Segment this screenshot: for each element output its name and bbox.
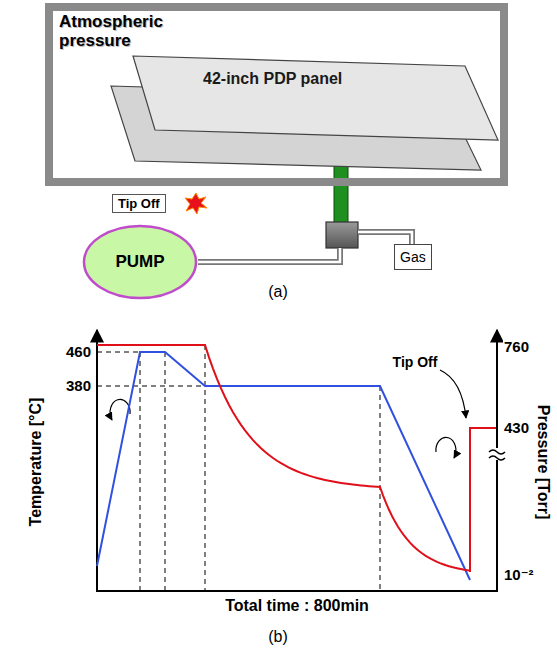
node-label: Tip Off: [118, 196, 160, 211]
pressure-curve: [97, 345, 496, 572]
tip-off-spark: [185, 193, 207, 214]
vacuum-chamber: Atmospheric pressure 42-inch PDP panel: [45, 3, 508, 186]
valve-block: [326, 222, 358, 248]
gas-box: Gas: [394, 244, 432, 270]
exhaust-tube: [334, 166, 348, 224]
node-label: Gas: [400, 249, 426, 265]
node-label: 42-inch PDP panel: [203, 70, 342, 88]
process-chart: [96, 330, 505, 592]
panel-tag: (a): [267, 283, 289, 301]
panel-tag: (b): [267, 628, 289, 646]
leader-arrow: [440, 370, 466, 418]
node-label: Atmospheric pressure: [59, 13, 189, 50]
pdp-panel: 42-inch PDP panel: [93, 56, 498, 174]
tick-value: 380: [65, 377, 92, 394]
axis-break: [489, 448, 505, 460]
tick-value: 430: [503, 419, 530, 436]
gas-pipe: [358, 232, 412, 244]
axis-title: Pressure [Torr]: [534, 404, 552, 520]
axis-title: Total time : 800min: [224, 597, 370, 615]
node-label: PUMP: [115, 252, 164, 272]
axis-title: Temperature [°C]: [27, 397, 45, 528]
tick-value: 10⁻²: [503, 566, 535, 583]
guide-dashes: [97, 345, 380, 590]
axis-pointer: [436, 437, 456, 458]
time-axis: [96, 590, 497, 592]
temperature-axis: [96, 330, 98, 592]
pump-pipe: [198, 248, 340, 262]
tick-value: 460: [65, 343, 92, 360]
tick-value: 760: [503, 338, 530, 355]
pump-ellipse: PUMP: [82, 224, 198, 300]
pressure-axis: [496, 330, 498, 592]
annotation: Tip Off: [392, 354, 439, 370]
tip-off-tag: Tip Off: [112, 194, 166, 213]
